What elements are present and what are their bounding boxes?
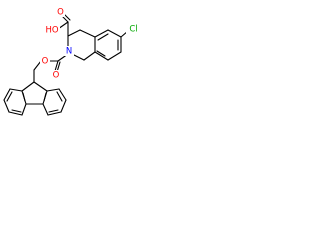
bond-aromatic-inner-1 [97, 33, 109, 41]
bond-left-inner-3 [22, 92, 26, 102]
bond-left-ring-4 [8, 111, 23, 116]
bond-ester-o-ch2 [33, 60, 42, 71]
bond-right-ring-1 [46, 88, 60, 92]
bond-left-ring-3 [3, 99, 10, 113]
bond-left-inner-2 [11, 109, 22, 113]
bond-c5-c6 [107, 29, 122, 38]
bond-right-ring-5 [42, 103, 49, 116]
chlorine-label: Cl [126, 24, 141, 35]
bond-c4a-c5 [94, 29, 109, 38]
ester-oxygen-text: O [42, 57, 49, 67]
bond-c4-c4a [79, 29, 96, 38]
chlorine-text: Cl [129, 25, 137, 35]
bond-c9-c8a-fluorene [33, 81, 48, 92]
bond-right-ring-3 [60, 99, 67, 113]
ester-oxygen-label: O [40, 56, 50, 67]
acid-hydroxyl-label: HO [44, 25, 60, 36]
bond-right-inner-3 [43, 92, 47, 102]
carbonyl-oxygen-label: O [51, 70, 61, 81]
bond-aromatic-inner-3 [96, 50, 106, 57]
bond-c1-c8a [83, 51, 96, 61]
bond-c9-c9a [21, 81, 35, 92]
bond-left-ring-2 [3, 88, 11, 101]
bond-right-inner-1 [56, 91, 63, 102]
acid-hydroxyl-text: HO [45, 26, 58, 36]
bond-right-ring-2 [58, 88, 67, 101]
carbonyl-oxygen-text: O [53, 71, 60, 81]
bond-carbamate-carbonyl-1 [54, 60, 59, 72]
bond-left-ring-5 [21, 103, 27, 116]
bond-right-ring-4 [47, 111, 62, 116]
bond-right-inner-2 [48, 109, 59, 113]
bond-left-inner-1 [6, 91, 13, 102]
ring-nitrogen-label: N [64, 46, 74, 57]
bond-left-ring-1 [9, 88, 23, 92]
atom-labels: O HO Cl N O O [40, 7, 141, 81]
molecule-structure: O HO Cl N O O [3, 7, 141, 116]
acid-oxygen-label: O [56, 7, 65, 18]
bond-c3-c4 [67, 29, 81, 37]
bonds [3, 11, 129, 116]
bond-c8-c8a [94, 51, 109, 61]
acid-oxygen-text: O [57, 8, 64, 18]
bond-c7-c8 [107, 51, 122, 61]
ring-nitrogen-text: N [66, 47, 72, 57]
